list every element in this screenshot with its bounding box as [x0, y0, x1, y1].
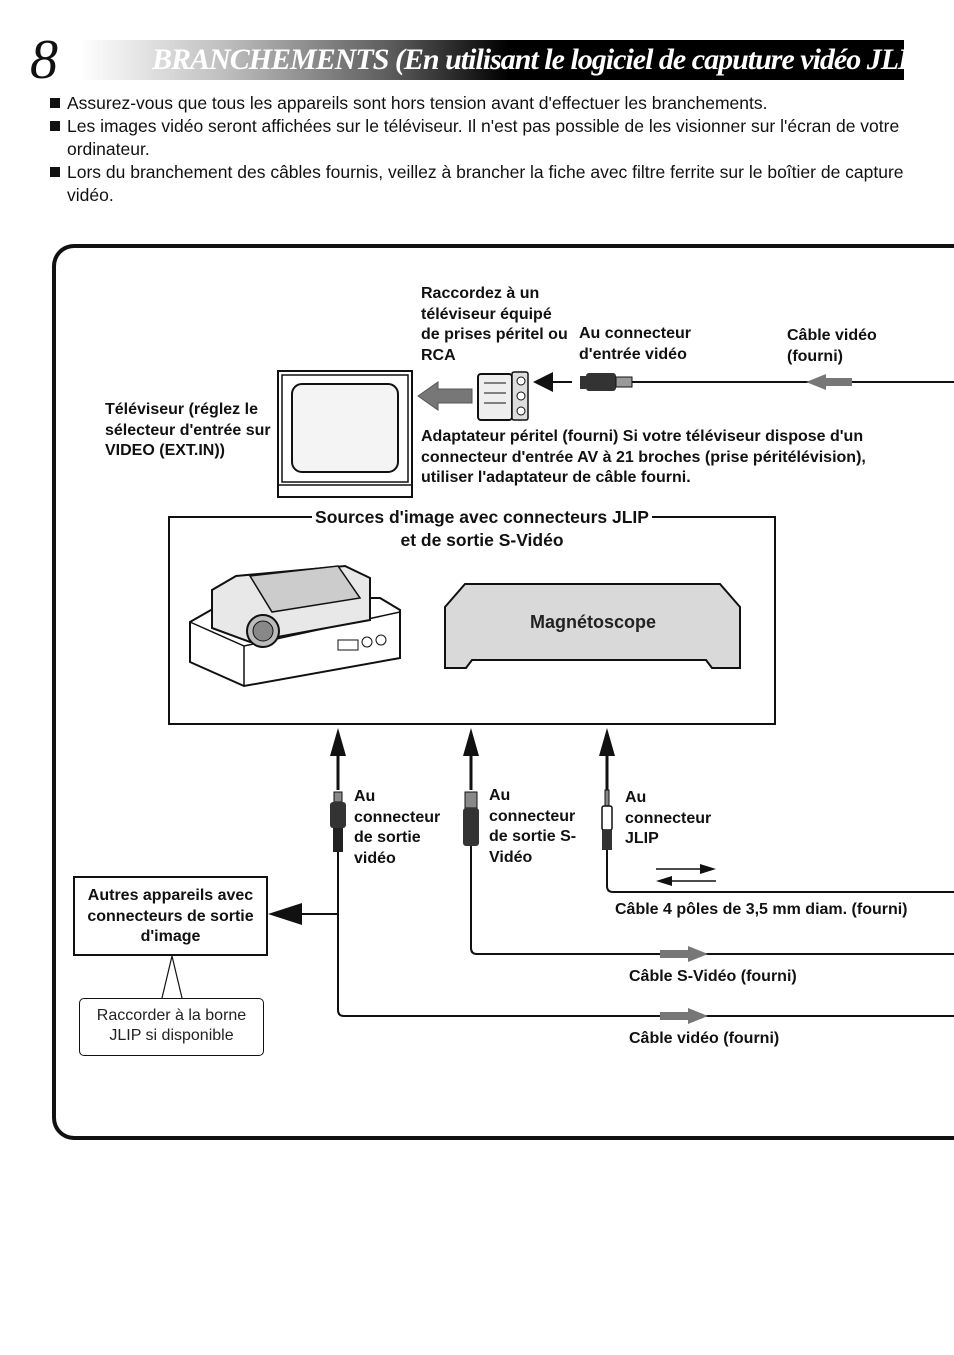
- jlip-plug-icon: [601, 789, 613, 850]
- connect-tv-label: Raccordez à un téléviseur équipé de pris…: [421, 285, 568, 364]
- cable-direction-arrow-icon: [660, 946, 708, 962]
- title-bar: [80, 40, 904, 80]
- square-bullet-icon: [50, 167, 60, 177]
- scart-adapter-icon: [477, 371, 529, 421]
- bullet-item: Assurez-vous que tous les appareils sont…: [50, 92, 917, 115]
- camcorder-capture-box-icon: [189, 564, 401, 688]
- square-bullet-icon: [50, 98, 60, 108]
- diagram-frame: [52, 244, 954, 1140]
- vcr-label: Magnétoscope: [529, 612, 657, 632]
- sources-title: Sources d'image avec connecteurs JLIP et…: [312, 506, 652, 551]
- jlip-note: Raccorder à la borne JLIP si disponible: [96, 1007, 247, 1044]
- cable-4pole-label: Câble 4 pôles de 3,5 mm diam. (fourni): [615, 901, 908, 918]
- jlip-note-box: Raccorder à la borne JLIP si disponible: [79, 998, 264, 1056]
- page-title: BRANCHEMENTS (En utilisant le logiciel d…: [152, 43, 936, 76]
- bullet-item: Lors du branchement des câbles fournis, …: [50, 161, 917, 207]
- other-devices-box: Autres appareils avec connecteurs de sor…: [73, 876, 268, 956]
- cable-direction-arrow-icon: [806, 374, 852, 390]
- video-output-label: Au connecteur de sortie vidéo: [354, 788, 441, 867]
- jlip-connector-label: Au connecteur JLIP: [625, 789, 712, 847]
- bullet-item: Les images vidéo seront affichées sur le…: [50, 115, 917, 161]
- video-output-plug-icon: [330, 791, 346, 852]
- svideo-output-label: Au connecteur de sortie S-Vidéo: [489, 787, 577, 866]
- arrow-to-tv-icon: [417, 381, 473, 411]
- cable-svideo-label: Câble S-Vidéo (fourni): [629, 968, 797, 985]
- scart-adapter-label: Adaptateur péritel (fourni) Si votre tél…: [421, 428, 866, 486]
- video-cable-top-label: Câble vidéo (fourni): [787, 327, 877, 365]
- square-bullet-icon: [50, 121, 60, 131]
- television-icon: [277, 370, 413, 498]
- video-input-label: Au connecteur d'entrée vidéo: [579, 325, 692, 363]
- vcr-icon: [444, 583, 741, 669]
- other-devices-label: Autres appareils avec connecteurs de sor…: [87, 887, 254, 945]
- tv-label: Téléviseur (réglez le sélecteur d'entrée…: [105, 401, 271, 459]
- cable-direction-arrow-icon: [660, 1008, 708, 1024]
- video-plug-icon: [580, 373, 633, 391]
- bidirectional-arrow-icon: [656, 864, 716, 886]
- svideo-output-plug-icon: [463, 791, 479, 846]
- cable-video-label: Câble vidéo (fourni): [629, 1030, 780, 1047]
- page-number: 8: [30, 29, 58, 91]
